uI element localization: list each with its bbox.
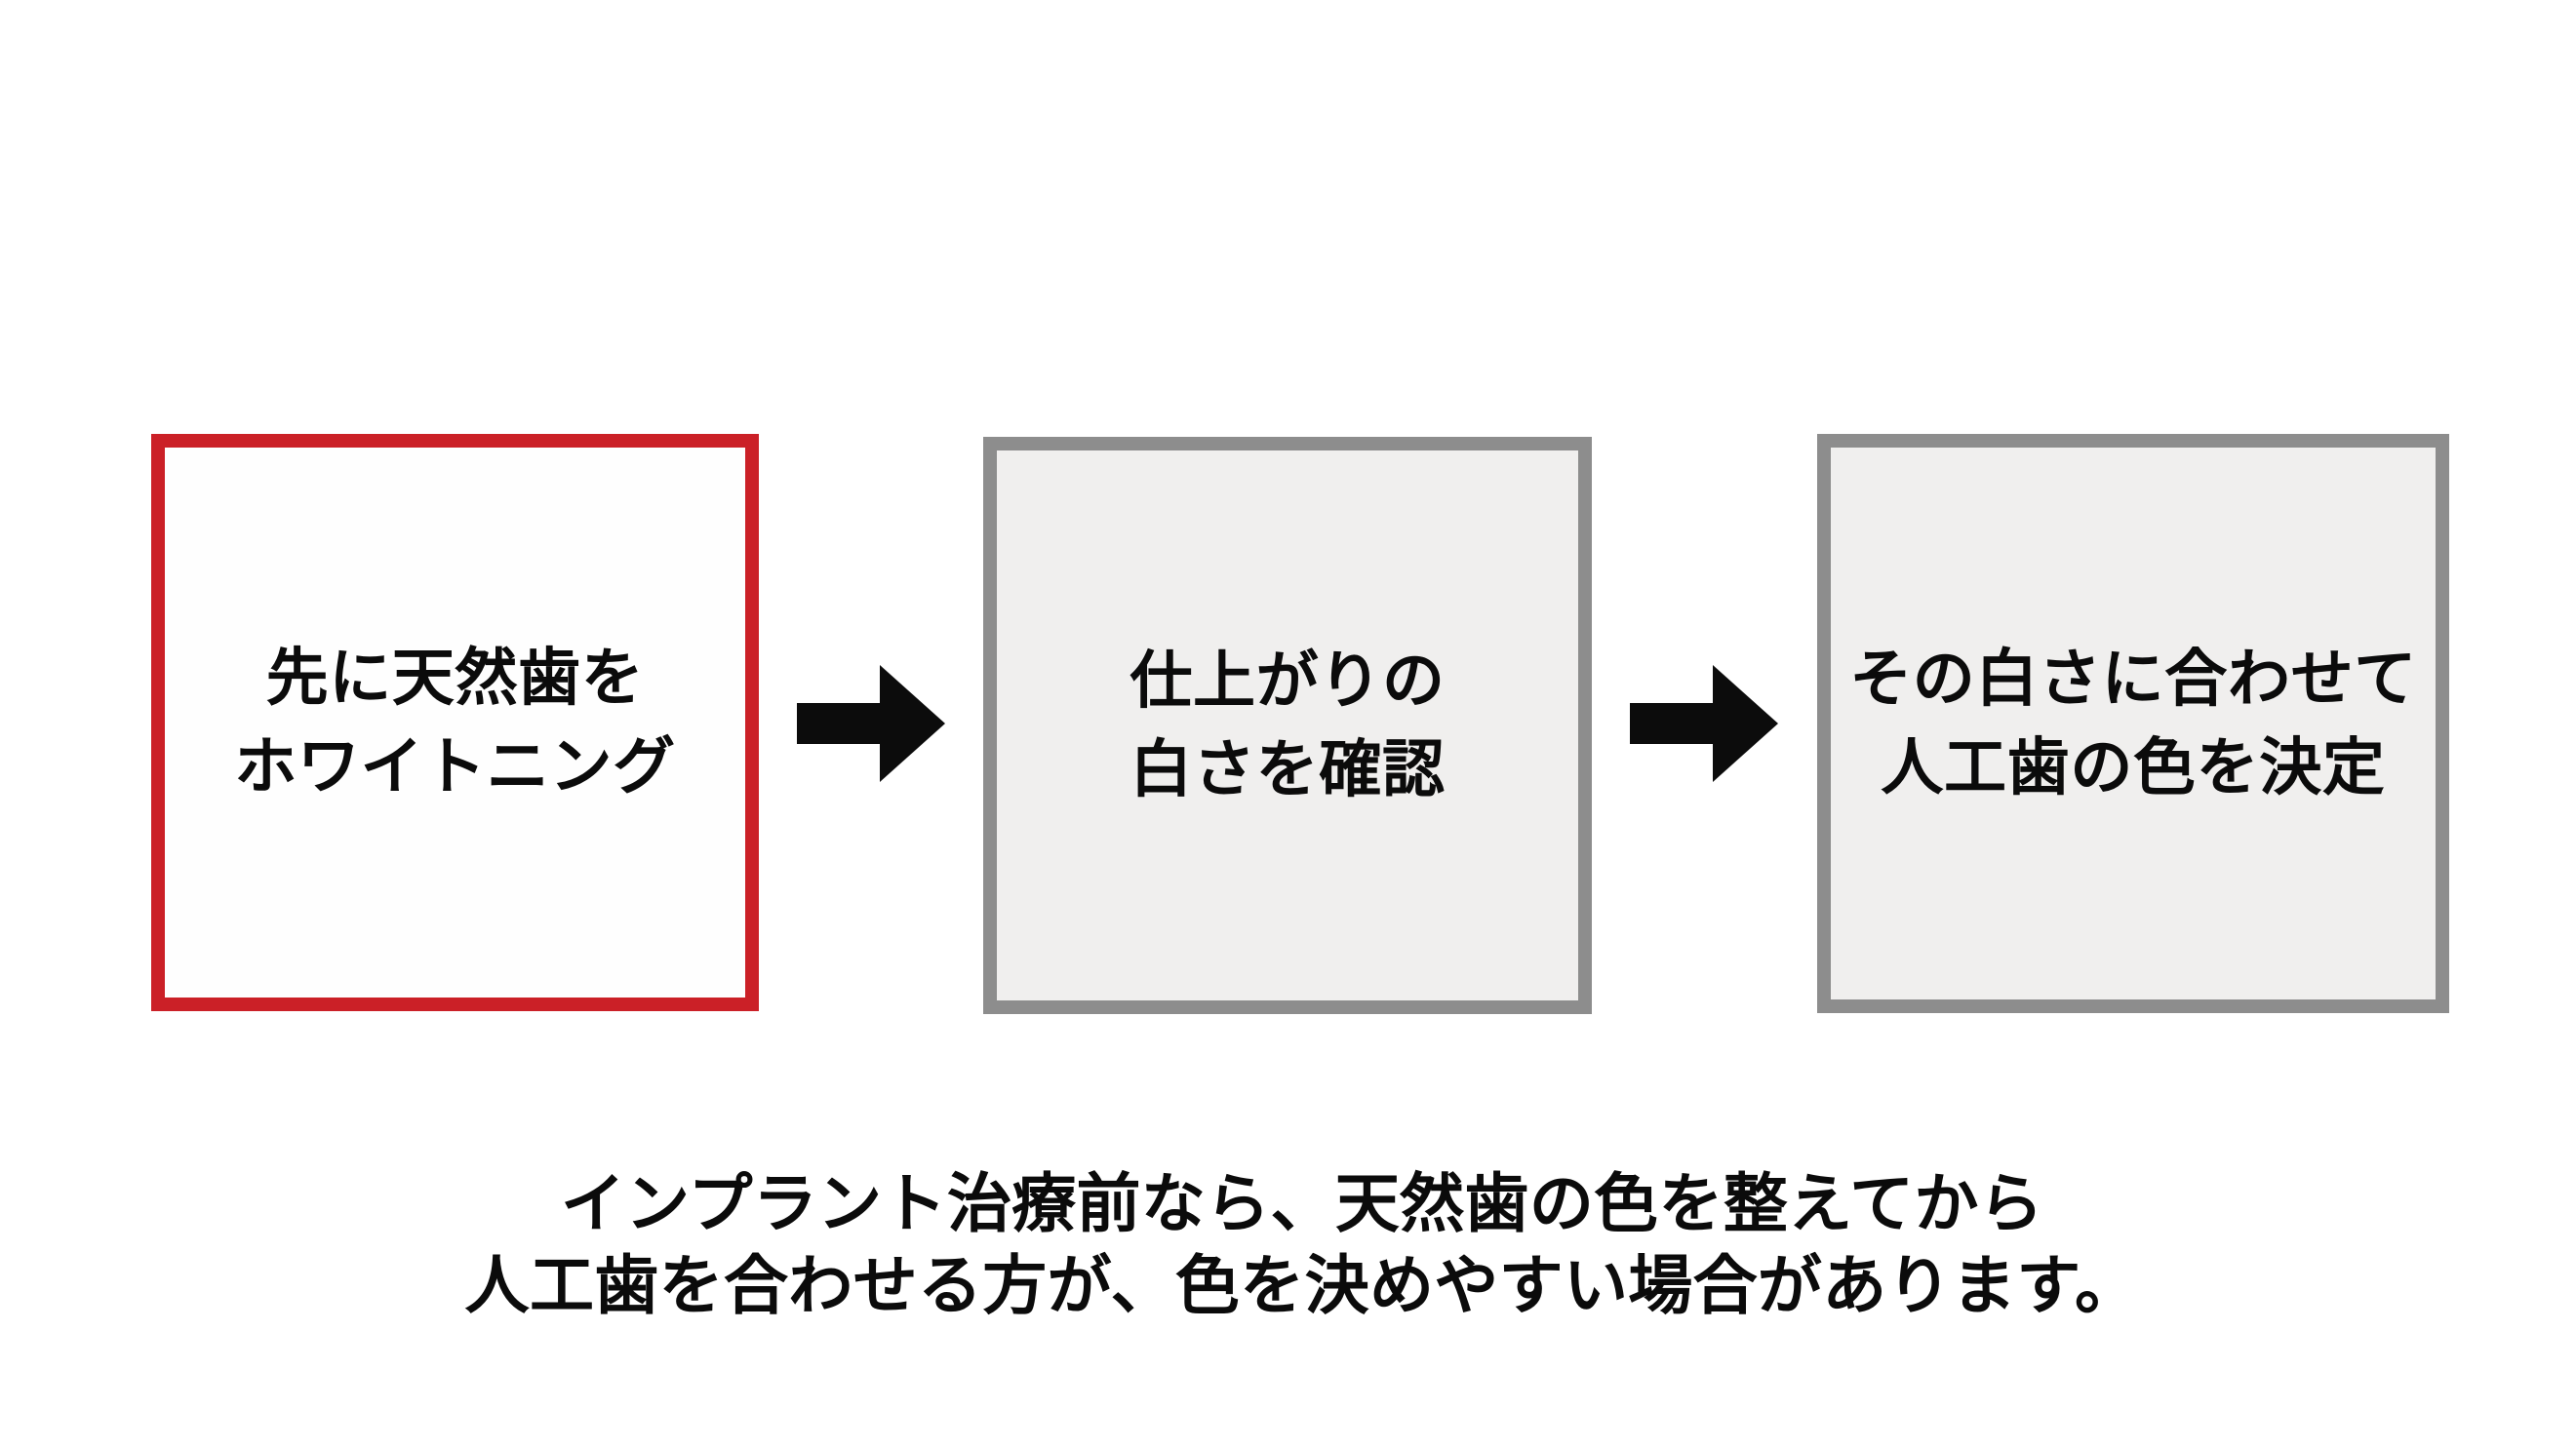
- step-text-line: 先に天然歯を: [265, 643, 645, 714]
- arrow-shaft: [797, 703, 880, 744]
- step-text-line: 仕上がりの: [1129, 646, 1446, 717]
- step-text-line: その白さに合わせて: [1849, 644, 2417, 715]
- arrow-right-icon: [797, 665, 945, 782]
- arrow-head: [880, 665, 945, 782]
- step-label-decide-color: その白さに合わせて 人工歯の色を決定: [1849, 635, 2417, 812]
- step-text-line: 人工歯の色を決定: [1881, 732, 2386, 802]
- step-label-whitening: 先に天然歯を ホワイトニング: [234, 634, 675, 811]
- step-label-check-whiteness: 仕上がりの 白さを確認: [1129, 637, 1445, 814]
- step-box-decide-color: その白さに合わせて 人工歯の色を決定: [1817, 434, 2449, 1013]
- step-text-line: 白さを確認: [1129, 734, 1446, 804]
- arrow-right-icon: [1630, 665, 1778, 782]
- caption-line-1: インプラント治療前なら、天然歯の色を整えてから: [560, 1167, 2044, 1239]
- step-text-line: ホワイトニング: [234, 731, 676, 802]
- arrow-shaft: [1630, 703, 1713, 744]
- step-box-whitening: 先に天然歯を ホワイトニング: [151, 434, 759, 1011]
- arrow-head: [1713, 665, 1778, 782]
- step-box-check-whiteness: 仕上がりの 白さを確認: [983, 437, 1592, 1014]
- caption-line-2: 人工歯を合わせる方が、色を決めやすい場合があります。: [464, 1249, 2140, 1322]
- caption: インプラント治療前なら、天然歯の色を整えてから 人工歯を合わせる方が、色を決めや…: [0, 1162, 2576, 1327]
